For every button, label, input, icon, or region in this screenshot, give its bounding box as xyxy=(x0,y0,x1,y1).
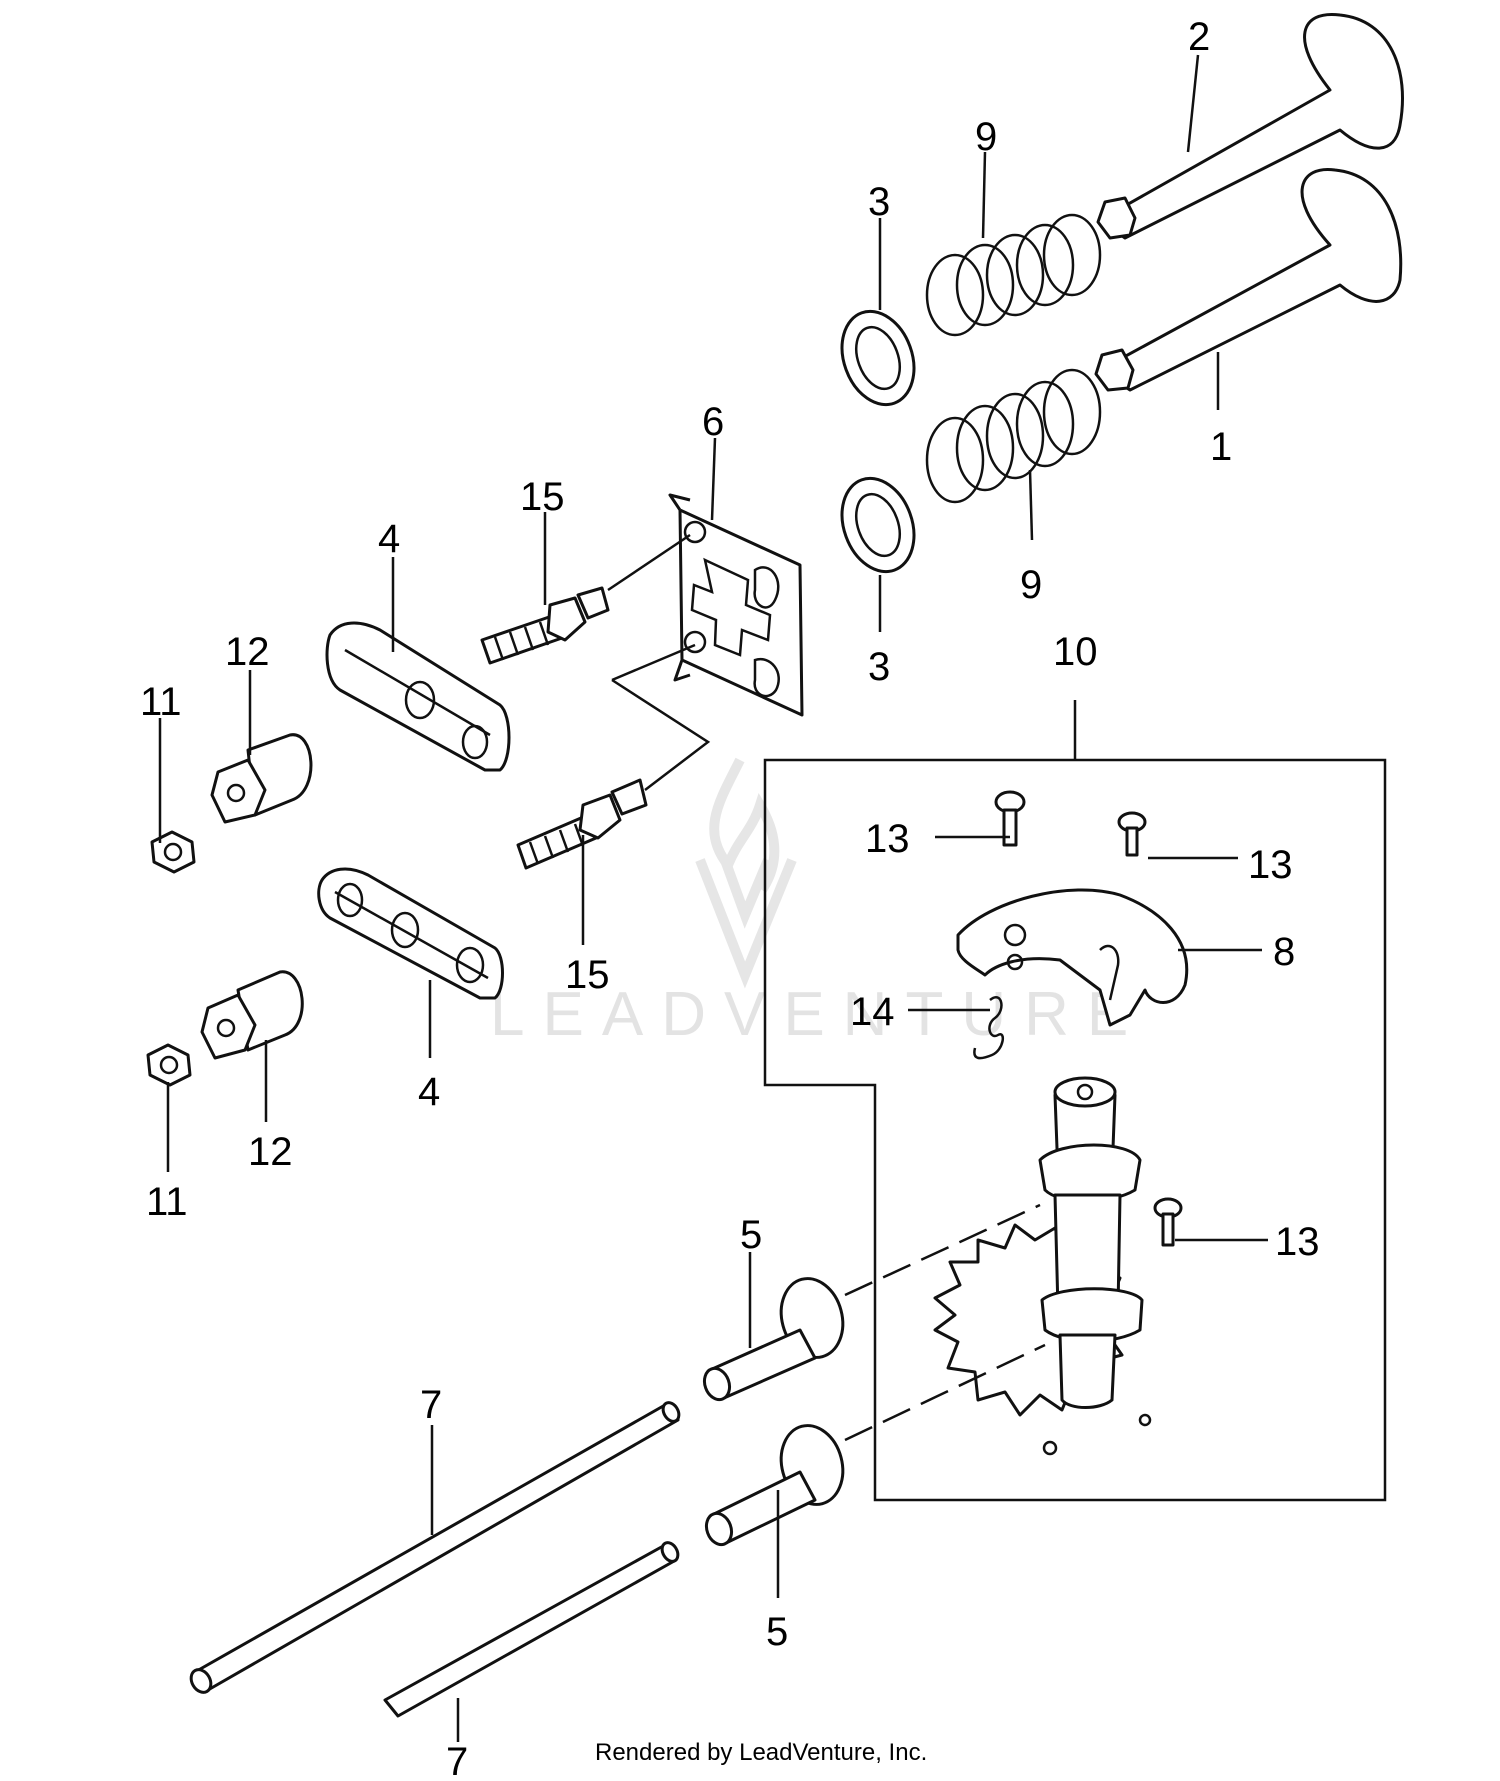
callout-10: 10 xyxy=(1053,630,1098,674)
callout-15: 15 xyxy=(565,953,610,997)
valve-spring-lower xyxy=(925,368,1102,504)
callout-12: 12 xyxy=(248,1130,293,1174)
callout-2: 2 xyxy=(1188,15,1210,59)
push-rod-lower xyxy=(383,1541,680,1718)
spring-retainer-lower xyxy=(840,476,916,574)
callout-14: 14 xyxy=(850,990,895,1034)
camshaft-assembly-frame xyxy=(763,700,1387,1502)
rocker-arm-lower xyxy=(317,867,504,1000)
rocker-stud-lower xyxy=(516,778,648,870)
callout-7: 7 xyxy=(420,1383,442,1427)
watermark: LEADVENTURE xyxy=(490,757,1146,1049)
watermark-logo xyxy=(695,757,797,989)
camshaft xyxy=(933,1076,1152,1456)
pin-upper-right xyxy=(1117,811,1147,857)
valve-spring-upper xyxy=(925,213,1102,337)
footer-credit: Rendered by LeadVenture, Inc. xyxy=(595,1739,927,1766)
callout-3: 3 xyxy=(868,180,890,224)
callout-5: 5 xyxy=(766,1610,788,1654)
hex-nut-upper xyxy=(150,830,196,874)
stud-dashed-connectors xyxy=(607,533,711,791)
spring-retainer-upper xyxy=(840,309,916,407)
valve-2 xyxy=(1096,12,1404,240)
callout-1: 1 xyxy=(1210,425,1232,469)
rocker-arm-upper xyxy=(325,621,511,772)
leader-lines xyxy=(158,54,1268,1742)
callout-13: 13 xyxy=(1248,843,1293,887)
callout-15: 15 xyxy=(520,475,565,519)
rocker-pivot-lower xyxy=(200,970,304,1060)
callout-12: 12 xyxy=(225,630,270,674)
push-rod-upper xyxy=(189,1401,681,1694)
callout-11: 11 xyxy=(146,1180,188,1224)
valve-1 xyxy=(1094,167,1403,392)
rocker-stud-upper xyxy=(480,586,610,665)
hex-nut-lower xyxy=(146,1043,192,1087)
callout-4: 4 xyxy=(418,1070,440,1114)
callout-13: 13 xyxy=(865,817,910,861)
callout-8: 8 xyxy=(1273,930,1295,974)
callout-13: 13 xyxy=(1275,1220,1320,1264)
tappet-dashed-connectors xyxy=(844,1203,1046,1442)
callout-9: 9 xyxy=(975,115,997,159)
pin-lower xyxy=(1153,1197,1183,1247)
rocker-guide-plate xyxy=(668,493,804,717)
callout-5: 5 xyxy=(740,1213,762,1257)
tappet-lower xyxy=(704,1424,845,1547)
tappet-upper xyxy=(702,1277,845,1402)
callout-7: 7 xyxy=(446,1740,468,1781)
callout-labels: 2 9 3 1 6 15 9 3 4 12 10 11 13 13 15 8 1… xyxy=(140,15,1320,1781)
governor-weight-plate xyxy=(956,888,1189,1027)
callout-9: 9 xyxy=(1020,563,1042,607)
rocker-pivot-upper xyxy=(210,733,313,824)
callout-3: 3 xyxy=(868,645,890,689)
callout-11: 11 xyxy=(140,680,182,724)
governor-spring xyxy=(973,996,1005,1060)
callout-4: 4 xyxy=(378,517,400,561)
callout-6: 6 xyxy=(702,400,724,444)
watermark-text: LEADVENTURE xyxy=(490,980,1146,1049)
